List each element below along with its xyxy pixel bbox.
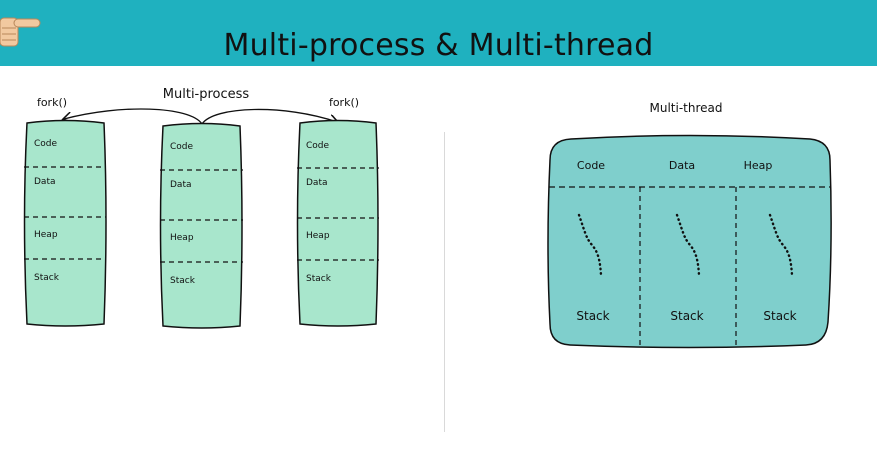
column-divider [444, 132, 445, 432]
header-bar [0, 0, 877, 66]
segment-label: Code [170, 142, 194, 152]
segment-label: Data [306, 178, 328, 188]
segment-label: Heap [170, 233, 194, 243]
segment-label: Code [34, 139, 58, 149]
segment-label: Stack [306, 274, 332, 284]
multiprocess-title: Multi-process [163, 87, 250, 102]
thread-icon [768, 213, 794, 277]
fork-arrow-right [201, 108, 337, 124]
process-box-left: Code Data Heap Stack [23, 119, 107, 327]
stack-label: Stack [576, 309, 609, 323]
pointing-hand-icon [0, 8, 44, 48]
segment-label: Data [170, 180, 192, 190]
segment-label: Code [306, 141, 330, 151]
segment-label: Stack [34, 273, 60, 283]
page-title: Multi-process & Multi-thread [223, 28, 654, 63]
segment-label: Heap [34, 230, 58, 240]
segment-label: Stack [170, 276, 196, 286]
multithread-title: Multi-thread [650, 101, 723, 115]
thread-icon [675, 213, 701, 277]
fork-right-label: fork() [329, 96, 359, 109]
segment-label: Data [34, 177, 56, 187]
fork-arrow-left [64, 108, 203, 125]
shared-heap-label: Heap [744, 159, 773, 172]
stack-label: Stack [670, 309, 703, 323]
segment-label: Heap [306, 231, 330, 241]
stack-label: Stack [763, 309, 796, 323]
thread-icon [577, 213, 603, 277]
shared-code-label: Code [577, 159, 605, 172]
fork-left-label: fork() [37, 96, 67, 109]
thread-process-box: Code Data Heap Stack Stack Stack [547, 134, 832, 349]
shared-data-label: Data [669, 159, 695, 172]
process-box-right: Code Data Heap Stack [296, 119, 379, 327]
process-box-center: Code Data Heap Stack [159, 122, 243, 329]
